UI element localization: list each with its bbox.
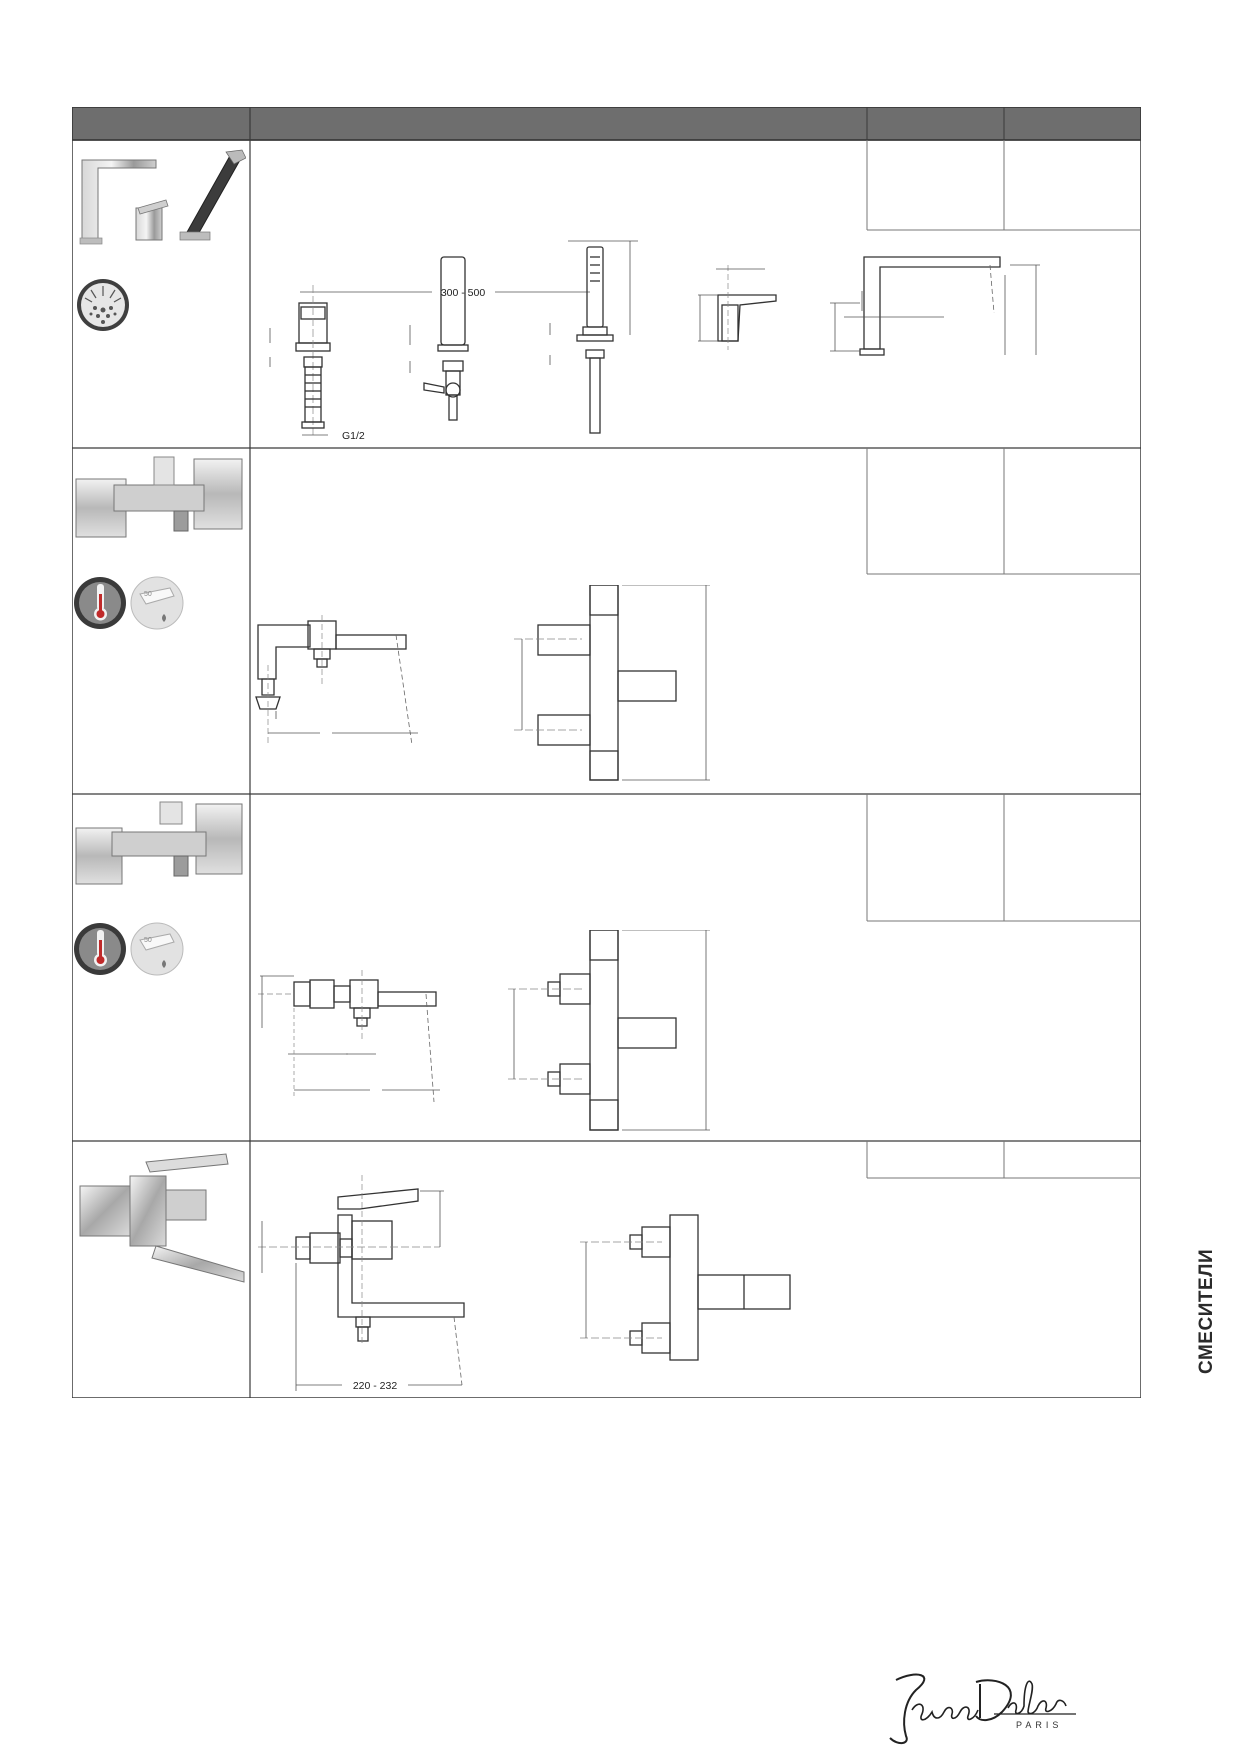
spacing-dimension-label: 300 - 500 (441, 287, 486, 299)
row-3-feature-icons: 50 (74, 922, 184, 976)
svg-text:50: 50 (144, 937, 152, 944)
product-photo-thermostatic-bath-mixer-wall (75, 801, 243, 885)
svg-text:50: 50 (144, 591, 152, 598)
brand-logo: PARIS (876, 1660, 1086, 1750)
row-2-feature-icons: 50 (74, 576, 184, 630)
product-table (72, 107, 1141, 1398)
eco-stop-icon: 50 (130, 922, 184, 976)
thermostat-icon (74, 577, 126, 629)
drawing-row-3 (258, 930, 710, 1131)
projection-dimension-label: 220 - 232 (353, 1380, 398, 1392)
drawing-row-4: 220 - 232 (258, 1175, 791, 1392)
drawing-row-1: 300 - 500 G1/2 (269, 240, 1040, 442)
brand-city: PARIS (1016, 1720, 1063, 1730)
drawing-row-2 (255, 585, 710, 781)
product-photo-deck-mixer (79, 149, 246, 245)
thermostat-icon (74, 923, 126, 975)
spray-icon (77, 279, 129, 331)
section-side-label: СМЕСИТЕЛИ (1196, 1248, 1217, 1374)
product-photo-single-lever-bath-mixer (79, 1153, 245, 1283)
product-photo-thermostatic-bath-mixer (75, 456, 243, 538)
table-header (72, 107, 1141, 141)
eco-stop-icon: 50 (130, 576, 184, 630)
thread-dimension-label: G1/2 (342, 430, 365, 442)
